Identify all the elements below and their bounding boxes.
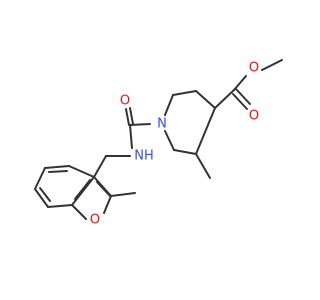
bond-inner-double-c (74, 179, 91, 200)
bond-camide-nh (129, 124, 133, 149)
bond-c6-c5 (173, 149, 197, 155)
atom-o-carbonyl-ester: O (249, 109, 259, 124)
piperidine-ring: N (157, 90, 216, 179)
bond-c7a-c3a (71, 176, 95, 206)
bond-ch2-c3 (93, 155, 107, 178)
bond-c4-c3a (68, 165, 95, 178)
bond-ccarbonyl-ocarbonyl-a (235, 88, 251, 105)
bond-c6-c5 (34, 167, 46, 190)
atom-nh-amide: NH (134, 149, 154, 164)
bond-n-c6 (164, 130, 175, 151)
amide-linkage: O NH (93, 94, 154, 178)
bond-c5-c4 (44, 165, 70, 169)
atom-o-furan: O (90, 213, 100, 228)
bond-camide-oamide-b (129, 107, 134, 125)
bond-c2a-n (164, 94, 174, 116)
atom-o-amide: O (120, 94, 130, 109)
bond-camide-oamide-a (125, 108, 130, 126)
bond-c2-methyl (110, 192, 136, 197)
molecule-structure: O O N O NH O (34, 59, 283, 228)
atom-o-ester: O (249, 61, 259, 76)
benzofuran-ring: O (34, 165, 136, 228)
bond-c2-ofuran (103, 195, 112, 214)
bond-oester-methyl (261, 59, 283, 71)
bond-c7-c6 (34, 188, 49, 208)
ester-group: O O (214, 59, 283, 124)
bond-c7a-c7 (47, 204, 73, 208)
bond-inner-double-b (48, 170, 68, 173)
bond-c5-methyl (195, 153, 211, 179)
bond-c4-ccarbonyl (214, 89, 235, 109)
bond-ccarbonyl-ocarbonyl-b (232, 93, 248, 110)
bond-c3a-c2a (172, 90, 197, 96)
atom-n-ring: N (157, 117, 167, 132)
bond-inner-double-a (39, 187, 51, 202)
bond-ofuran-c7a (71, 204, 87, 220)
bond-c4-c3a (195, 90, 216, 109)
bond-c5-c4 (195, 107, 216, 155)
bond-c3-c2-double (96, 181, 111, 197)
bond-ccarbonyl-oester (233, 75, 247, 91)
